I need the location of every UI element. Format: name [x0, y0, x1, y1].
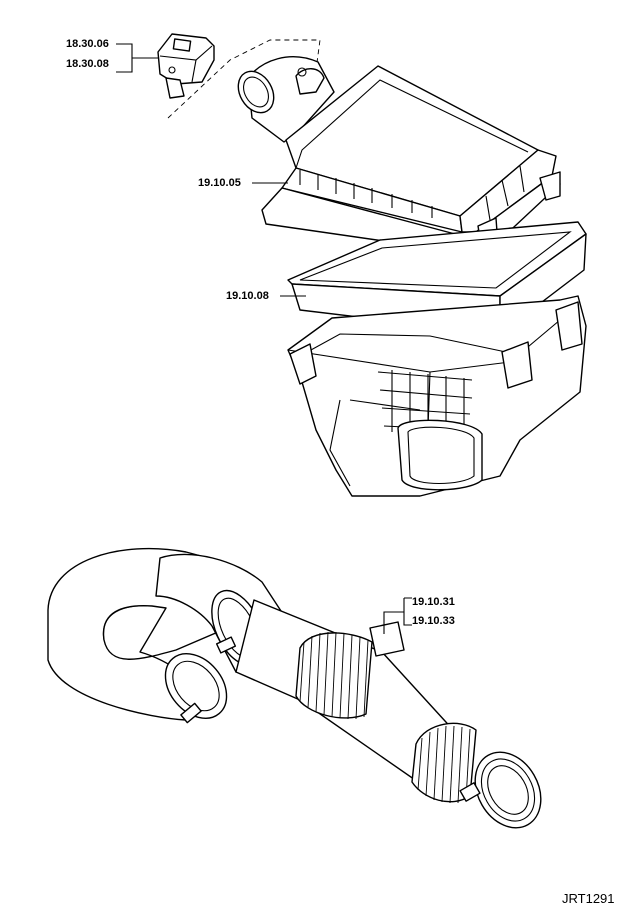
callout-code-19-10-05: 19.10.05 — [198, 177, 241, 189]
callout-code-18-30-08: 18.30.08 — [66, 58, 109, 70]
air-cleaner-housing — [287, 295, 587, 497]
callout-code-19-10-08: 19.10.08 — [226, 290, 269, 302]
sensor-dashed-guide — [167, 39, 321, 119]
mass-air-flow-sensor — [157, 33, 215, 99]
figure-code: JRT1291 — [562, 891, 615, 906]
callout-code-18-30-06: 18.30.06 — [66, 38, 109, 50]
air-cleaner-cover — [237, 56, 561, 253]
callout-code-19-10-31: 19.10.31 — [412, 596, 455, 608]
callout-code-19-10-33: 19.10.33 — [412, 615, 455, 627]
intake-duct-assembly — [47, 547, 542, 829]
callout-leaders — [116, 43, 412, 634]
